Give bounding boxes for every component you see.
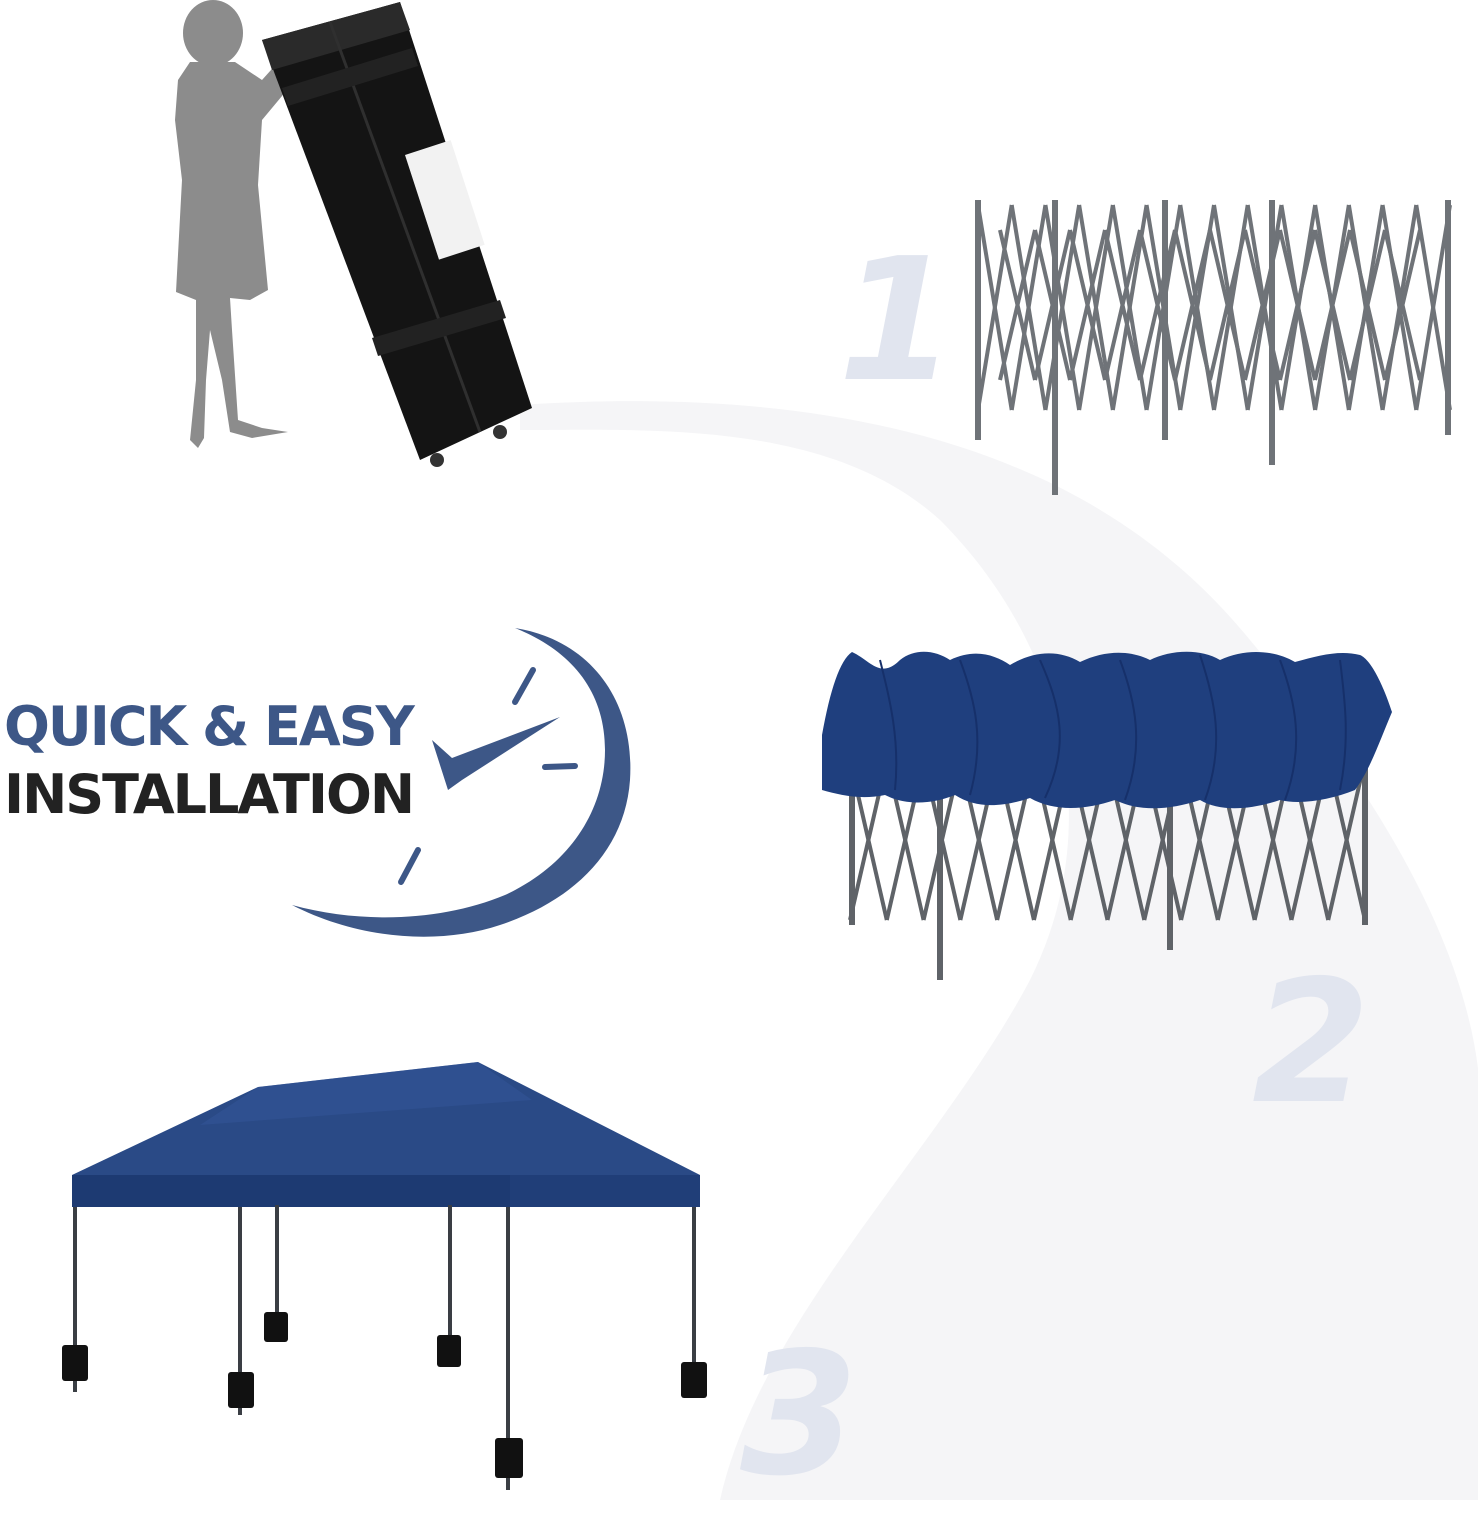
draped-canopy <box>822 651 1392 809</box>
headline: QUICK & EASY INSTALLATION <box>4 695 415 826</box>
canopy-roof <box>72 1062 700 1175</box>
step-number-1: 1 <box>838 222 957 420</box>
step-number-3: 3 <box>740 1316 859 1514</box>
step-number-2: 2 <box>1252 944 1371 1142</box>
headline-line-2: INSTALLATION <box>4 763 415 826</box>
headline-line-1: QUICK & EASY <box>4 695 415 758</box>
